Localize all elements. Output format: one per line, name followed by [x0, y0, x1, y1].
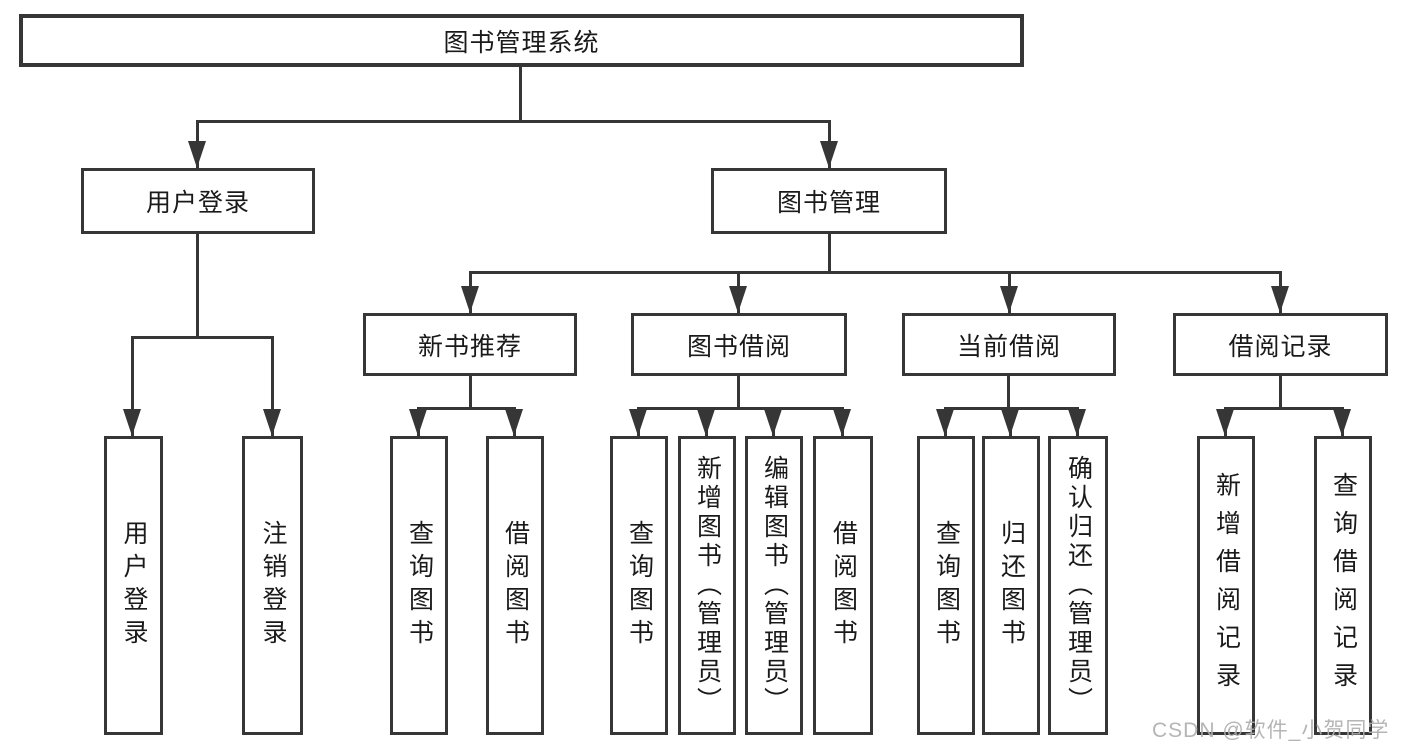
node-borrowing-records-label: 借阅记录	[1228, 332, 1333, 361]
leaf-nb-borrow-books: 借阅图书	[486, 436, 544, 735]
arrow-down-icon	[820, 141, 838, 168]
arrow-down-icon	[764, 409, 782, 436]
node-book-management-label: 图书管理	[776, 189, 881, 217]
arrow-down-icon	[729, 286, 747, 313]
leaf-label: 查询图书	[625, 519, 654, 652]
node-book-management: 图书管理	[711, 168, 947, 234]
node-user-login: 用户登录	[81, 168, 315, 234]
node-new-book-recommend-label: 新书推荐	[417, 332, 522, 361]
leaf-user-login: 用户登录	[104, 436, 163, 735]
connector-line	[417, 407, 516, 410]
arrow-down-icon	[1216, 409, 1234, 436]
connector-line	[271, 336, 274, 436]
leaf-label: 注销登录	[259, 519, 287, 652]
leaf-label: 用户登录	[120, 519, 148, 652]
leaf-label: 归还图书	[997, 519, 1026, 652]
arrow-down-icon	[629, 409, 647, 436]
leaf-bb-borrow-books: 借阅图书	[813, 436, 873, 735]
watermark: CSDN @软件_小贺同学	[1152, 719, 1390, 742]
leaf-bb-add-books-admin: 新增图书（管理员）	[678, 436, 736, 735]
arrow-down-icon	[409, 409, 427, 436]
node-current-borrowing: 当前借阅	[902, 313, 1116, 376]
connector-line	[1007, 376, 1010, 407]
leaf-br-add-record: 新增借阅记录	[1197, 436, 1255, 735]
leaf-cb-return-books: 归还图书	[982, 436, 1040, 735]
leaf-label: 确认归还（管理员）	[1064, 455, 1093, 716]
leaf-label: 查询图书	[932, 519, 961, 652]
node-root: 图书管理系统	[19, 14, 1024, 67]
connector-line	[469, 271, 1282, 274]
connector-line	[131, 336, 274, 339]
node-book-borrowing-label: 图书借阅	[686, 332, 791, 361]
connector-line	[519, 67, 522, 120]
arrow-down-icon	[123, 409, 141, 436]
node-current-borrowing-label: 当前借阅	[956, 332, 1061, 361]
arrow-down-icon	[263, 409, 281, 436]
leaf-label: 借阅图书	[829, 519, 858, 652]
arrow-down-icon	[697, 409, 715, 436]
leaf-bb-edit-books-admin: 编辑图书（管理员）	[745, 436, 803, 735]
connector-line	[737, 376, 740, 407]
leaf-cb-confirm-return-admin: 确认归还（管理员）	[1048, 436, 1108, 735]
leaf-br-query-record: 查询借阅记录	[1314, 436, 1372, 735]
arrow-down-icon	[505, 409, 523, 436]
leaf-nb-query-books: 查询图书	[390, 436, 448, 735]
leaf-label: 新增借阅记录	[1212, 471, 1241, 700]
leaf-logout: 注销登录	[242, 436, 303, 735]
node-borrowing-records: 借阅记录	[1173, 313, 1388, 376]
arrow-down-icon	[188, 141, 206, 168]
connector-line	[828, 234, 831, 271]
arrow-down-icon	[833, 409, 851, 436]
arrow-down-icon	[461, 286, 479, 313]
arrow-down-icon	[936, 409, 954, 436]
leaf-label: 查询图书	[405, 519, 434, 652]
connector-line	[469, 376, 472, 407]
leaf-cb-query-books: 查询图书	[917, 436, 975, 735]
connector-line	[1224, 407, 1344, 410]
connector-line	[196, 234, 199, 336]
leaf-label: 借阅图书	[501, 519, 530, 652]
connector-line	[637, 407, 844, 410]
leaf-bb-query-books: 查询图书	[610, 436, 668, 735]
leaf-label: 新增图书（管理员）	[693, 455, 722, 716]
arrow-down-icon	[1068, 409, 1086, 436]
node-new-book-recommend: 新书推荐	[363, 313, 577, 376]
arrow-down-icon	[1333, 409, 1351, 436]
node-book-borrowing: 图书借阅	[631, 313, 847, 376]
connector-line	[196, 120, 831, 123]
node-user-login-label: 用户登录	[145, 189, 250, 217]
connector-line	[1279, 376, 1282, 407]
arrow-down-icon	[1271, 286, 1289, 313]
node-root-label: 图书管理系统	[443, 28, 600, 57]
leaf-label: 查询借阅记录	[1329, 471, 1358, 700]
arrow-down-icon	[1001, 409, 1019, 436]
connector-line	[131, 336, 134, 436]
arrow-down-icon	[1000, 286, 1018, 313]
leaf-label: 编辑图书（管理员）	[760, 455, 789, 716]
